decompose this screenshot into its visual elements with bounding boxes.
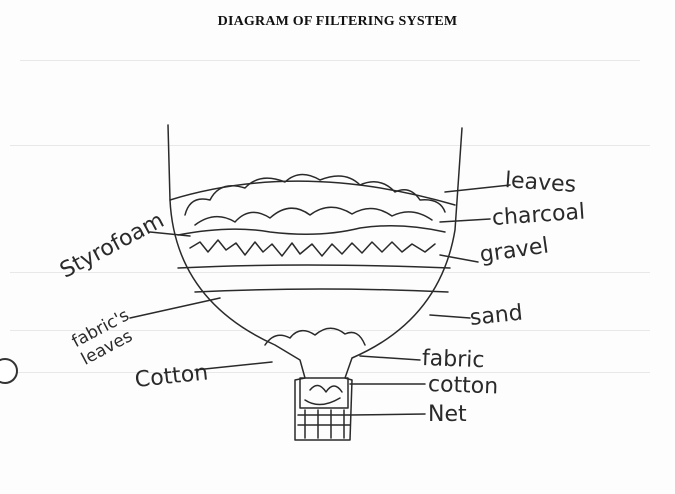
leader-cotton-left: [194, 361, 273, 371]
leaves-layer-detail: [194, 206, 433, 226]
net-mesh: [297, 409, 351, 439]
show-through-line: [10, 272, 650, 273]
cotton-scribble: [304, 384, 343, 406]
container-outline: [167, 124, 463, 441]
fabric-tuft: [264, 327, 366, 346]
label-fabric: fabric: [421, 346, 485, 374]
cotton-plug: [299, 377, 349, 409]
show-through-line: [10, 372, 650, 373]
leader-sand: [429, 314, 471, 319]
gravel-layer: [189, 239, 436, 257]
container-rim: [169, 180, 456, 206]
leader-charcoal: [439, 218, 491, 223]
punch-hole: [0, 358, 18, 384]
leader-net: [349, 413, 426, 416]
leader-gravel: [439, 254, 479, 263]
sand-layer: [194, 288, 449, 293]
leader-fabric-leaves: [129, 297, 221, 319]
diagram-title: DIAGRAM OF FILTERING SYSTEM: [217, 14, 458, 29]
label-leaves: leaves: [504, 168, 577, 198]
show-through-line: [20, 60, 640, 61]
label-net: Net: [428, 402, 467, 427]
label-cotton-right: cotton: [427, 372, 499, 400]
leader-leaves: [444, 184, 511, 193]
gravel-bottom: [177, 264, 451, 269]
leaves-layer: [184, 173, 446, 216]
leader-styrofoam: [149, 231, 191, 237]
show-through-line: [10, 330, 650, 331]
show-through-line: [10, 145, 650, 146]
charcoal-layer: [177, 225, 446, 236]
leader-fabric: [359, 355, 421, 361]
